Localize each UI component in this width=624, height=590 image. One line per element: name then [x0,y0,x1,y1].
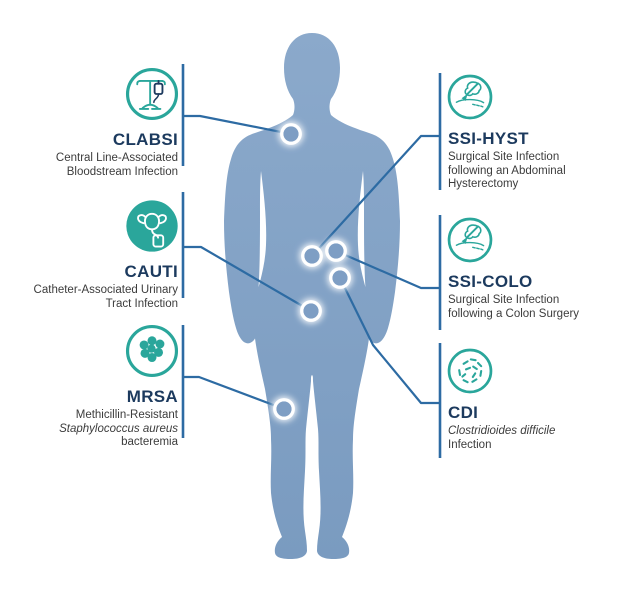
cdi-connector-line [339,277,440,405]
cauti-description: Catheter-Associated Urinary Tract Infect… [33,284,178,310]
mrsa-connector-line [183,375,285,411]
cdi-description: Clostridioides difficile Infection [448,425,556,451]
ssi-hyst-title: SSI-HYST [448,129,529,148]
clabsi-connector-line [183,114,292,136]
ssi-hyst-label-group: SSI-HYST Surgical Site Infection followi… [447,73,624,192]
clabsi-body-marker [278,121,304,147]
cauti-label-group: CAUTI Catheter-Associated Urinary Tract … [0,198,178,311]
mrsa-body-marker [271,396,297,422]
mrsa-title: MRSA [126,387,178,406]
iv-drip-icon [125,67,179,121]
cauti-title: CAUTI [124,262,178,281]
ssi-hyst-description: Surgical Site Infection following an Abd… [448,151,566,191]
urinary-catheter-icon [126,200,178,252]
mrsa-description: Methicillin-Resistant Staphylococcus aur… [59,409,178,449]
mrsa-label-group: MRSA Methicillin-Resistant Staphylococcu… [0,323,179,450]
clabsi-description: Central Line-Associated Bloodstream Infe… [55,152,178,178]
body-silhouette [224,33,400,559]
clabsi-label-group: CLABSI Central Line-Associated Bloodstre… [0,66,179,179]
cdi-label-group: CDI Clostridioides difficile Infection [447,347,624,452]
ssi-colo-title: SSI-COLO [448,272,533,291]
surgical-incision-icon [447,74,493,120]
cdi-body-marker [327,265,353,291]
ssi-colo-body-marker [323,238,349,264]
cauti-connector-line [183,245,312,312]
ssi-hyst-body-marker [299,243,325,269]
bacteria-cluster-icon [125,324,179,378]
clabsi-title: CLABSI [112,130,178,149]
ssi-hyst-connector-line [311,134,440,257]
surgical-incision-icon [447,217,493,263]
cauti-body-marker [298,298,324,324]
rod-bacteria-icon [447,348,493,394]
ssi-colo-description: Surgical Site Infection following a Colo… [448,294,580,320]
ssi-colo-label-group: SSI-COLO Surgical Site Infection followi… [447,216,624,321]
ssi-colo-connector-line [335,249,440,290]
cdi-title: CDI [448,403,479,422]
